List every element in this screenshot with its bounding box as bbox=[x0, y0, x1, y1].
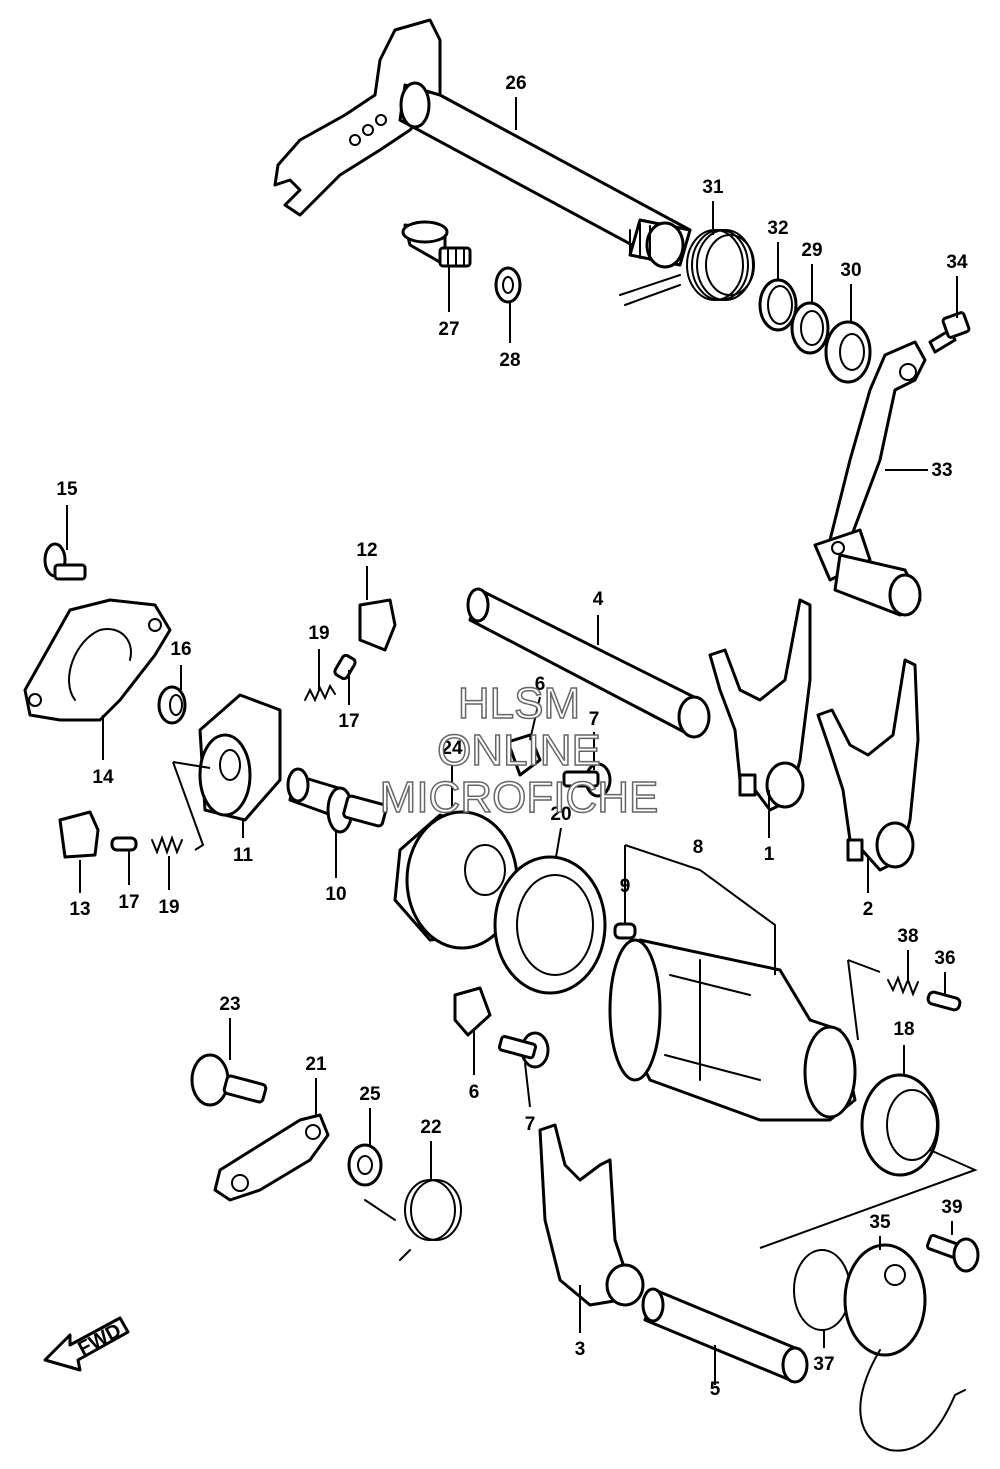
shift-fork-part-2 bbox=[816, 658, 920, 872]
gearshift-shaft-part bbox=[273, 18, 692, 269]
shift-fork-part-1 bbox=[708, 598, 812, 812]
callout-19: 19 bbox=[158, 897, 179, 918]
plate-part-6-top bbox=[506, 733, 542, 777]
callout-26: 26 bbox=[505, 73, 526, 94]
callout-2: 2 bbox=[863, 899, 874, 920]
circlip-part-32 bbox=[758, 278, 798, 332]
bolt-part-23 bbox=[190, 1053, 268, 1107]
callout-16: 16 bbox=[170, 639, 191, 660]
needle-bearing-part-18 bbox=[860, 1073, 940, 1177]
callout-28: 28 bbox=[499, 350, 520, 371]
shift-fork-part-3 bbox=[538, 1123, 645, 1307]
washer-part-25 bbox=[347, 1143, 383, 1187]
callout-17: 17 bbox=[118, 892, 139, 913]
callout-4: 4 bbox=[593, 589, 604, 610]
pin-part-9 bbox=[613, 922, 637, 940]
shift-cam-part-8 bbox=[608, 938, 857, 1122]
bolt-part-27 bbox=[401, 220, 472, 268]
stopper-part-11 bbox=[198, 693, 282, 822]
callout-11: 11 bbox=[233, 845, 254, 866]
callout-37: 37 bbox=[813, 1354, 834, 1375]
watermark: HLSM ONLINE MICROFICHE bbox=[379, 678, 659, 823]
leader-line-6 bbox=[529, 696, 541, 741]
spring-part-38 bbox=[887, 975, 919, 997]
cam-gear-part-24 bbox=[393, 810, 519, 950]
bolt-part-39 bbox=[925, 1233, 980, 1273]
callout-33: 33 bbox=[931, 460, 952, 481]
callout-9: 9 bbox=[620, 876, 631, 897]
callout-13: 13 bbox=[69, 899, 90, 920]
spring-part-31 bbox=[619, 229, 755, 306]
callout-10: 10 bbox=[325, 884, 346, 905]
callout-labels: 1234566778910111213141516171718191920212… bbox=[56, 73, 968, 1400]
spring-part-22 bbox=[364, 1179, 462, 1261]
bushing-part-16 bbox=[157, 685, 187, 725]
callout-30: 30 bbox=[840, 260, 861, 281]
callout-24: 24 bbox=[441, 738, 463, 759]
callout-31: 31 bbox=[702, 177, 724, 198]
callout-14: 14 bbox=[92, 767, 114, 788]
callout-5: 5 bbox=[710, 1379, 721, 1400]
shaft-bolt-part-10 bbox=[286, 767, 388, 834]
leader-line-20 bbox=[555, 827, 562, 858]
spring-part-19-bottom bbox=[151, 835, 183, 855]
watermark-line-1: HLSM bbox=[458, 679, 580, 728]
callout-18: 18 bbox=[893, 1019, 914, 1040]
callout-8: 8 bbox=[693, 837, 704, 858]
callout-19: 19 bbox=[308, 623, 329, 644]
callout-34: 34 bbox=[946, 252, 968, 273]
leader-lines bbox=[66, 97, 958, 1385]
callout-6: 6 bbox=[469, 1082, 480, 1103]
sensor-part-35 bbox=[843, 1243, 966, 1452]
callout-27: 27 bbox=[438, 319, 459, 340]
callout-20: 20 bbox=[550, 804, 571, 825]
plate-part-14 bbox=[23, 598, 172, 722]
arm-part-21 bbox=[213, 1113, 330, 1202]
screw-part-7-top bbox=[562, 762, 612, 798]
callout-22: 22 bbox=[420, 1117, 441, 1138]
screw-part-15 bbox=[43, 542, 87, 581]
bearing-part-20 bbox=[493, 855, 607, 995]
bolt-part-34 bbox=[928, 311, 971, 354]
callout-12: 12 bbox=[356, 540, 377, 561]
screw-part-7-bottom bbox=[497, 1031, 550, 1069]
callout-25: 25 bbox=[359, 1084, 381, 1105]
bracket-lines bbox=[172, 761, 978, 1249]
callout-7: 7 bbox=[589, 709, 600, 730]
callout-7: 7 bbox=[525, 1114, 536, 1135]
callout-6: 6 bbox=[535, 674, 546, 695]
callout-21: 21 bbox=[305, 1054, 327, 1075]
cam-part-12 bbox=[358, 598, 397, 652]
callout-35: 35 bbox=[869, 1212, 891, 1233]
plate-part-6-bottom bbox=[453, 986, 492, 1037]
fork-shaft-part-4 bbox=[466, 587, 711, 739]
callout-36: 36 bbox=[934, 948, 955, 969]
washer-part-28 bbox=[494, 266, 522, 304]
callout-1: 1 bbox=[764, 844, 775, 865]
pin-part-17-top bbox=[333, 653, 357, 681]
forward-direction-arrow: FWD bbox=[43, 1316, 130, 1372]
cap-part-13 bbox=[58, 810, 100, 859]
leader-line-7 bbox=[524, 1062, 531, 1108]
fwd-label: FWD bbox=[74, 1319, 125, 1360]
watermark-line-3: MICROFICHE bbox=[380, 773, 659, 822]
gearshift-lever-part-33 bbox=[813, 340, 927, 617]
watermark-line-2: ONLINE bbox=[437, 726, 601, 775]
callout-29: 29 bbox=[801, 240, 822, 261]
callout-38: 38 bbox=[897, 926, 918, 947]
callout-23: 23 bbox=[219, 994, 240, 1015]
fork-shaft-part-5 bbox=[641, 1287, 809, 1384]
pin-part-36 bbox=[926, 990, 962, 1012]
callout-3: 3 bbox=[575, 1339, 586, 1360]
callout-39: 39 bbox=[941, 1197, 962, 1218]
callout-17: 17 bbox=[338, 711, 359, 732]
o-ring-part-37 bbox=[793, 1249, 851, 1331]
callout-15: 15 bbox=[56, 479, 78, 500]
pin-part-17-bottom bbox=[110, 836, 138, 852]
callout-32: 32 bbox=[767, 218, 788, 239]
